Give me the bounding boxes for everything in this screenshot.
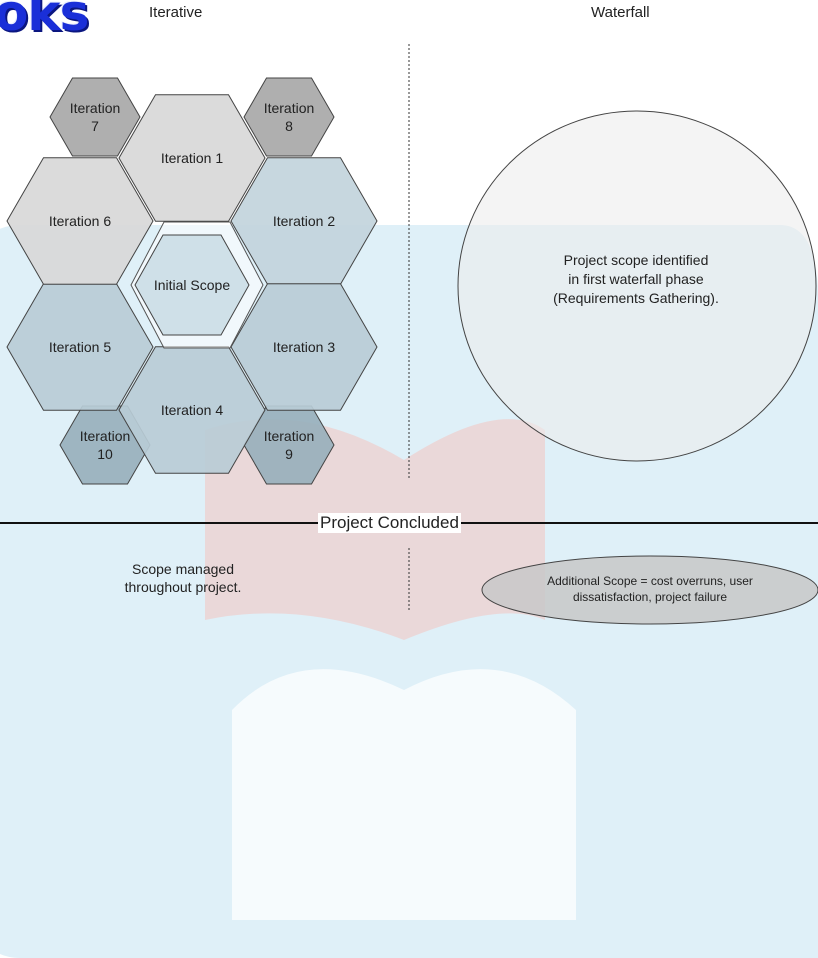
iteration-7-hex: Iteration 7 (49, 77, 141, 157)
iteration-8-label: Iteration (264, 100, 315, 116)
initial-scope-label: Initial Scope (154, 277, 230, 293)
iteration-1-label: Iteration 1 (161, 150, 223, 166)
waterfall-scope-line-2: in first waterfall phase (568, 271, 704, 287)
iteration-1-hex: Iteration 1 (118, 94, 266, 222)
iteration-6-hex: Iteration 6 (6, 157, 154, 285)
iteration-6-label: Iteration 6 (49, 213, 111, 229)
iteration-10-number: 10 (97, 446, 113, 462)
watermark-book-left-page (205, 419, 404, 640)
waterfall-scope-line-3: (Requirements Gathering). (553, 290, 719, 306)
iterative-note-line-2: throughout project. (124, 579, 242, 595)
iteration-3-label: Iteration 3 (273, 339, 335, 355)
iteration-9-hex: Iteration 9 (243, 405, 335, 485)
iterative-note-line-1: Scope managed (132, 561, 234, 577)
iteration-3-shape (230, 283, 378, 411)
watermark-book-cover (232, 620, 576, 920)
iteration-3-hex: Iteration 3 (230, 283, 378, 411)
iteration-7-number: 7 (91, 118, 99, 134)
waterfall-heading: Waterfall (591, 4, 650, 21)
iteration-9-number: 9 (285, 446, 293, 462)
iteration-7-label: Iteration (70, 100, 121, 116)
initial-scope-inner-hex (134, 234, 250, 336)
waterfall-scope-ellipse (457, 110, 817, 462)
iterative-note: Scope managed throughout project. (98, 560, 268, 596)
iteration-8-shape (243, 77, 335, 157)
iteration-8-number: 8 (285, 118, 293, 134)
additional-scope-line-1: Additional Scope = cost overruns, user (547, 574, 753, 588)
additional-scope-line-2: dissatisfaction, project failure (573, 590, 727, 604)
iteration-5-label: Iteration 5 (49, 339, 111, 355)
iteration-4-label: Iteration 4 (161, 402, 223, 418)
iteration-4-shape (118, 346, 266, 474)
iteration-10-label: Iteration (80, 428, 131, 444)
iterative-heading: Iterative (149, 4, 203, 21)
iteration-9-label: Iteration (264, 428, 315, 444)
waterfall-scope-line-1: Project scope identified (564, 252, 709, 268)
iteration-4-hex: Iteration 4 (118, 346, 266, 474)
additional-scope-ellipse (481, 555, 818, 625)
brand-logo: oks (0, 0, 89, 42)
iteration-8-hex: Iteration 8 (243, 77, 335, 157)
iteration-7-shape (49, 77, 141, 157)
iteration-6-shape (6, 157, 154, 285)
project-concluded-label: Project Concluded (318, 513, 461, 533)
iteration-1-shape (118, 94, 266, 222)
iteration-2-label: Iteration 2 (273, 213, 335, 229)
